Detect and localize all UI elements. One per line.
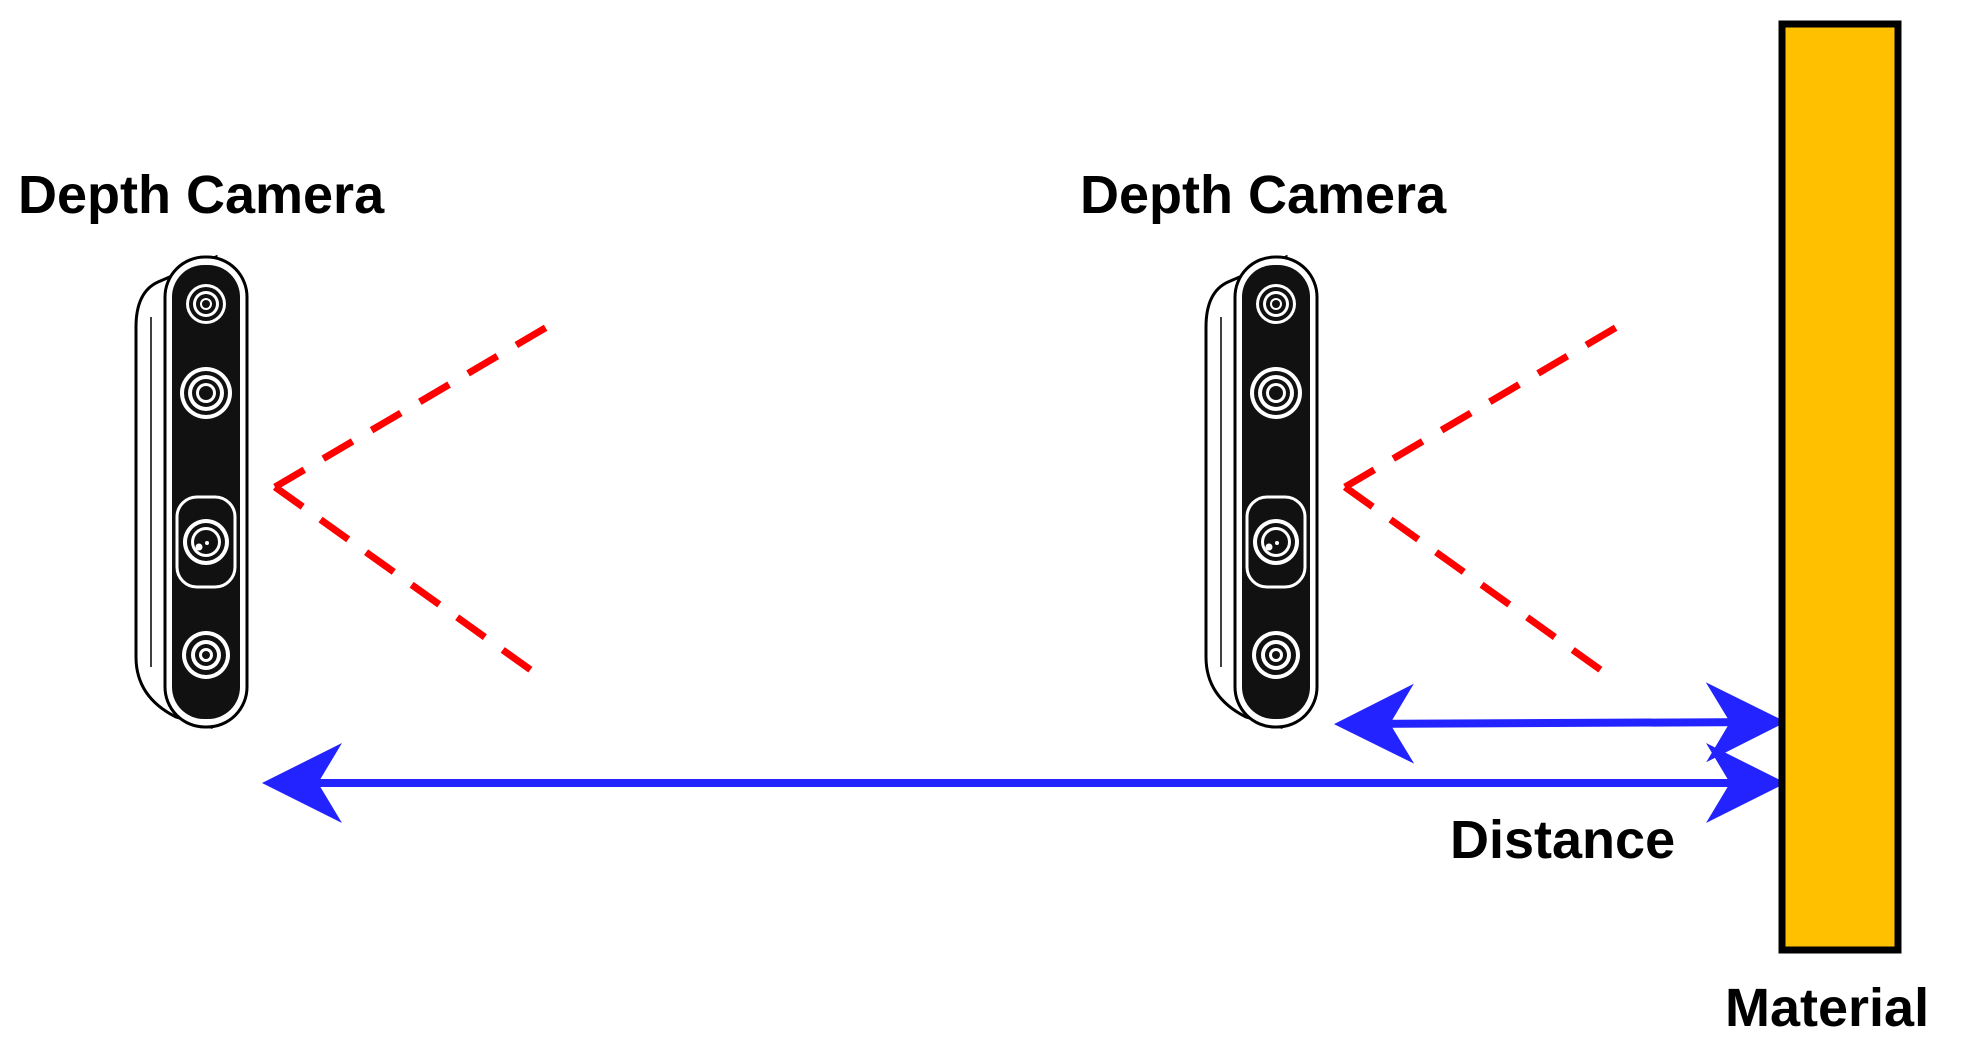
depth-camera-right: Depth Camera [1080,165,1624,729]
material-label: Material [1725,978,1929,1038]
distance-arrows: Distance [262,682,1786,870]
depth-camera-left: Depth Camera [18,165,554,729]
camera-label-right: Depth Camera [1080,165,1447,225]
fov-lines-right [1342,320,1624,676]
depth-camera-left-icon [134,255,249,729]
distance-arrow-short [1334,682,1786,764]
material: Material [1725,20,1929,1038]
fov-lines-left [272,320,554,676]
material-block [1778,20,1902,954]
distance-label: Distance [1450,810,1675,870]
camera-label-left: Depth Camera [18,165,385,225]
depth-camera-right-icon [1204,255,1319,729]
